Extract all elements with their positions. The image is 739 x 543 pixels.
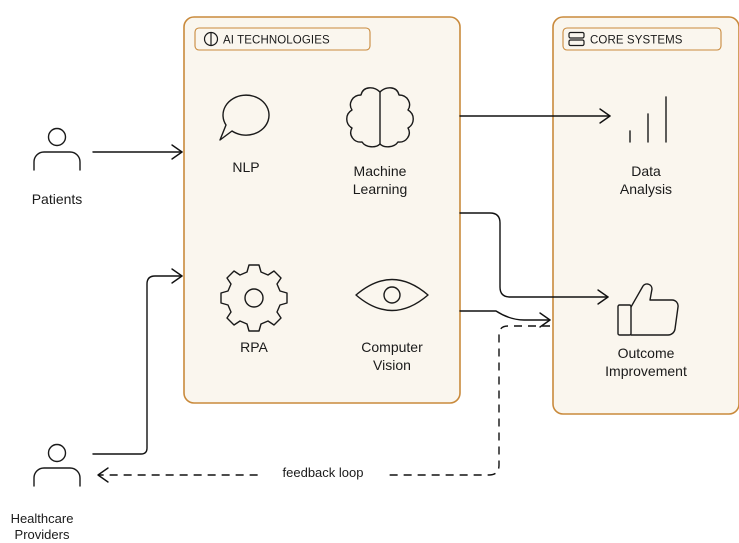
- providers-label: Providers: [15, 527, 70, 542]
- improvement-label: Improvement: [605, 363, 687, 379]
- nlp-label: NLP: [232, 159, 259, 175]
- healthcare-providers-actor: Healthcare Providers: [11, 443, 81, 542]
- connector-ml-to-outcome: [459, 212, 609, 305]
- outcome-label: Outcome: [618, 345, 675, 361]
- brain-icon: [346, 87, 414, 148]
- rpa-node: RPA: [220, 264, 288, 355]
- bar-chart-icon: [629, 96, 667, 143]
- healthcare-label: Healthcare: [11, 511, 74, 526]
- nlp-node: NLP: [219, 94, 270, 175]
- core-systems-title: CORE SYSTEMS: [590, 35, 683, 47]
- person-icon: [33, 127, 81, 171]
- thumbs-up-icon: [617, 283, 679, 336]
- learning-label: Learning: [353, 181, 408, 197]
- server-icon: [568, 31, 585, 47]
- speech-bubble-icon: [219, 94, 270, 141]
- connector-ml-to-data-analysis: [459, 108, 611, 124]
- analysis-label: Analysis: [620, 181, 672, 197]
- patients-label: Patients: [32, 191, 83, 207]
- feedback-loop-label: feedback loop: [283, 465, 364, 480]
- computer-label: Computer: [361, 339, 423, 355]
- connector-providers-to-ai: [92, 268, 183, 455]
- connector-cv-to-outcome: [459, 310, 551, 328]
- ai-technologies-title: AI TECHNOLOGIES: [223, 35, 330, 47]
- eye-icon: [355, 278, 429, 312]
- data-label: Data: [631, 163, 661, 179]
- outcome-improvement-node: Outcome Improvement: [605, 283, 687, 379]
- rpa-label: RPA: [240, 339, 268, 355]
- vision-label: Vision: [373, 357, 411, 373]
- patients-actor: Patients: [32, 127, 83, 207]
- feedback-loop-connector: feedback loop: [97, 325, 550, 484]
- machine-learning-node: Machine Learning: [346, 87, 414, 197]
- person-icon: [33, 443, 81, 487]
- brain-outline-icon: [203, 31, 219, 47]
- connector-patients-to-ai: [92, 144, 183, 160]
- machine-label: Machine: [354, 163, 407, 179]
- data-analysis-node: Data Analysis: [620, 96, 672, 197]
- gear-icon: [220, 264, 288, 332]
- computer-vision-node: Computer Vision: [355, 278, 429, 373]
